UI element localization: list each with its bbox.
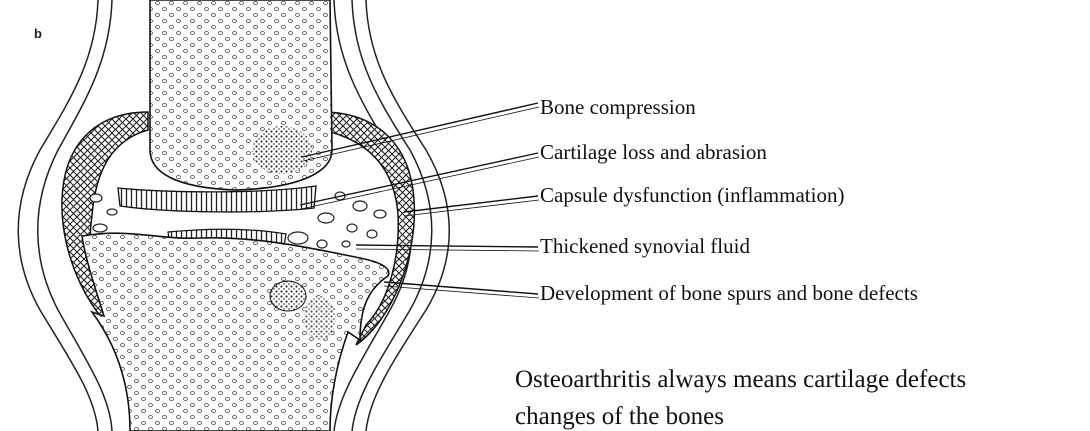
- label-cartilage-loss: Cartilage loss and abrasion: [540, 140, 767, 165]
- label-synovial-fluid: Thickened synovial fluid: [540, 234, 750, 259]
- leader-line-cartilage-loss: [301, 157, 539, 209]
- upper-cartilage: [118, 186, 316, 212]
- label-bone-compression: Bone compression: [540, 95, 696, 120]
- leader-line-capsule-dysfunction: [404, 196, 538, 212]
- skin-outline-right: [334, 0, 449, 431]
- leader-line-cartilage-loss: [300, 153, 538, 205]
- panel-letter: b: [34, 26, 42, 41]
- leader-line-capsule-dysfunction: [404, 200, 539, 216]
- label-bone-spurs: Development of bone spurs and bone defec…: [540, 281, 918, 306]
- leader-line-synovial-fluid: [356, 245, 538, 247]
- lower-bone: [82, 233, 389, 431]
- bone-cyst: [270, 281, 306, 311]
- caption-line-1: Osteoarthritis always means cartilage de…: [515, 366, 966, 394]
- bone-defect-area: [304, 296, 336, 340]
- bone-compression-area: [252, 126, 312, 174]
- caption-line-2: changes of the bones: [515, 403, 724, 431]
- label-capsule-dysfunction: Capsule dysfunction (inflammation): [540, 183, 844, 208]
